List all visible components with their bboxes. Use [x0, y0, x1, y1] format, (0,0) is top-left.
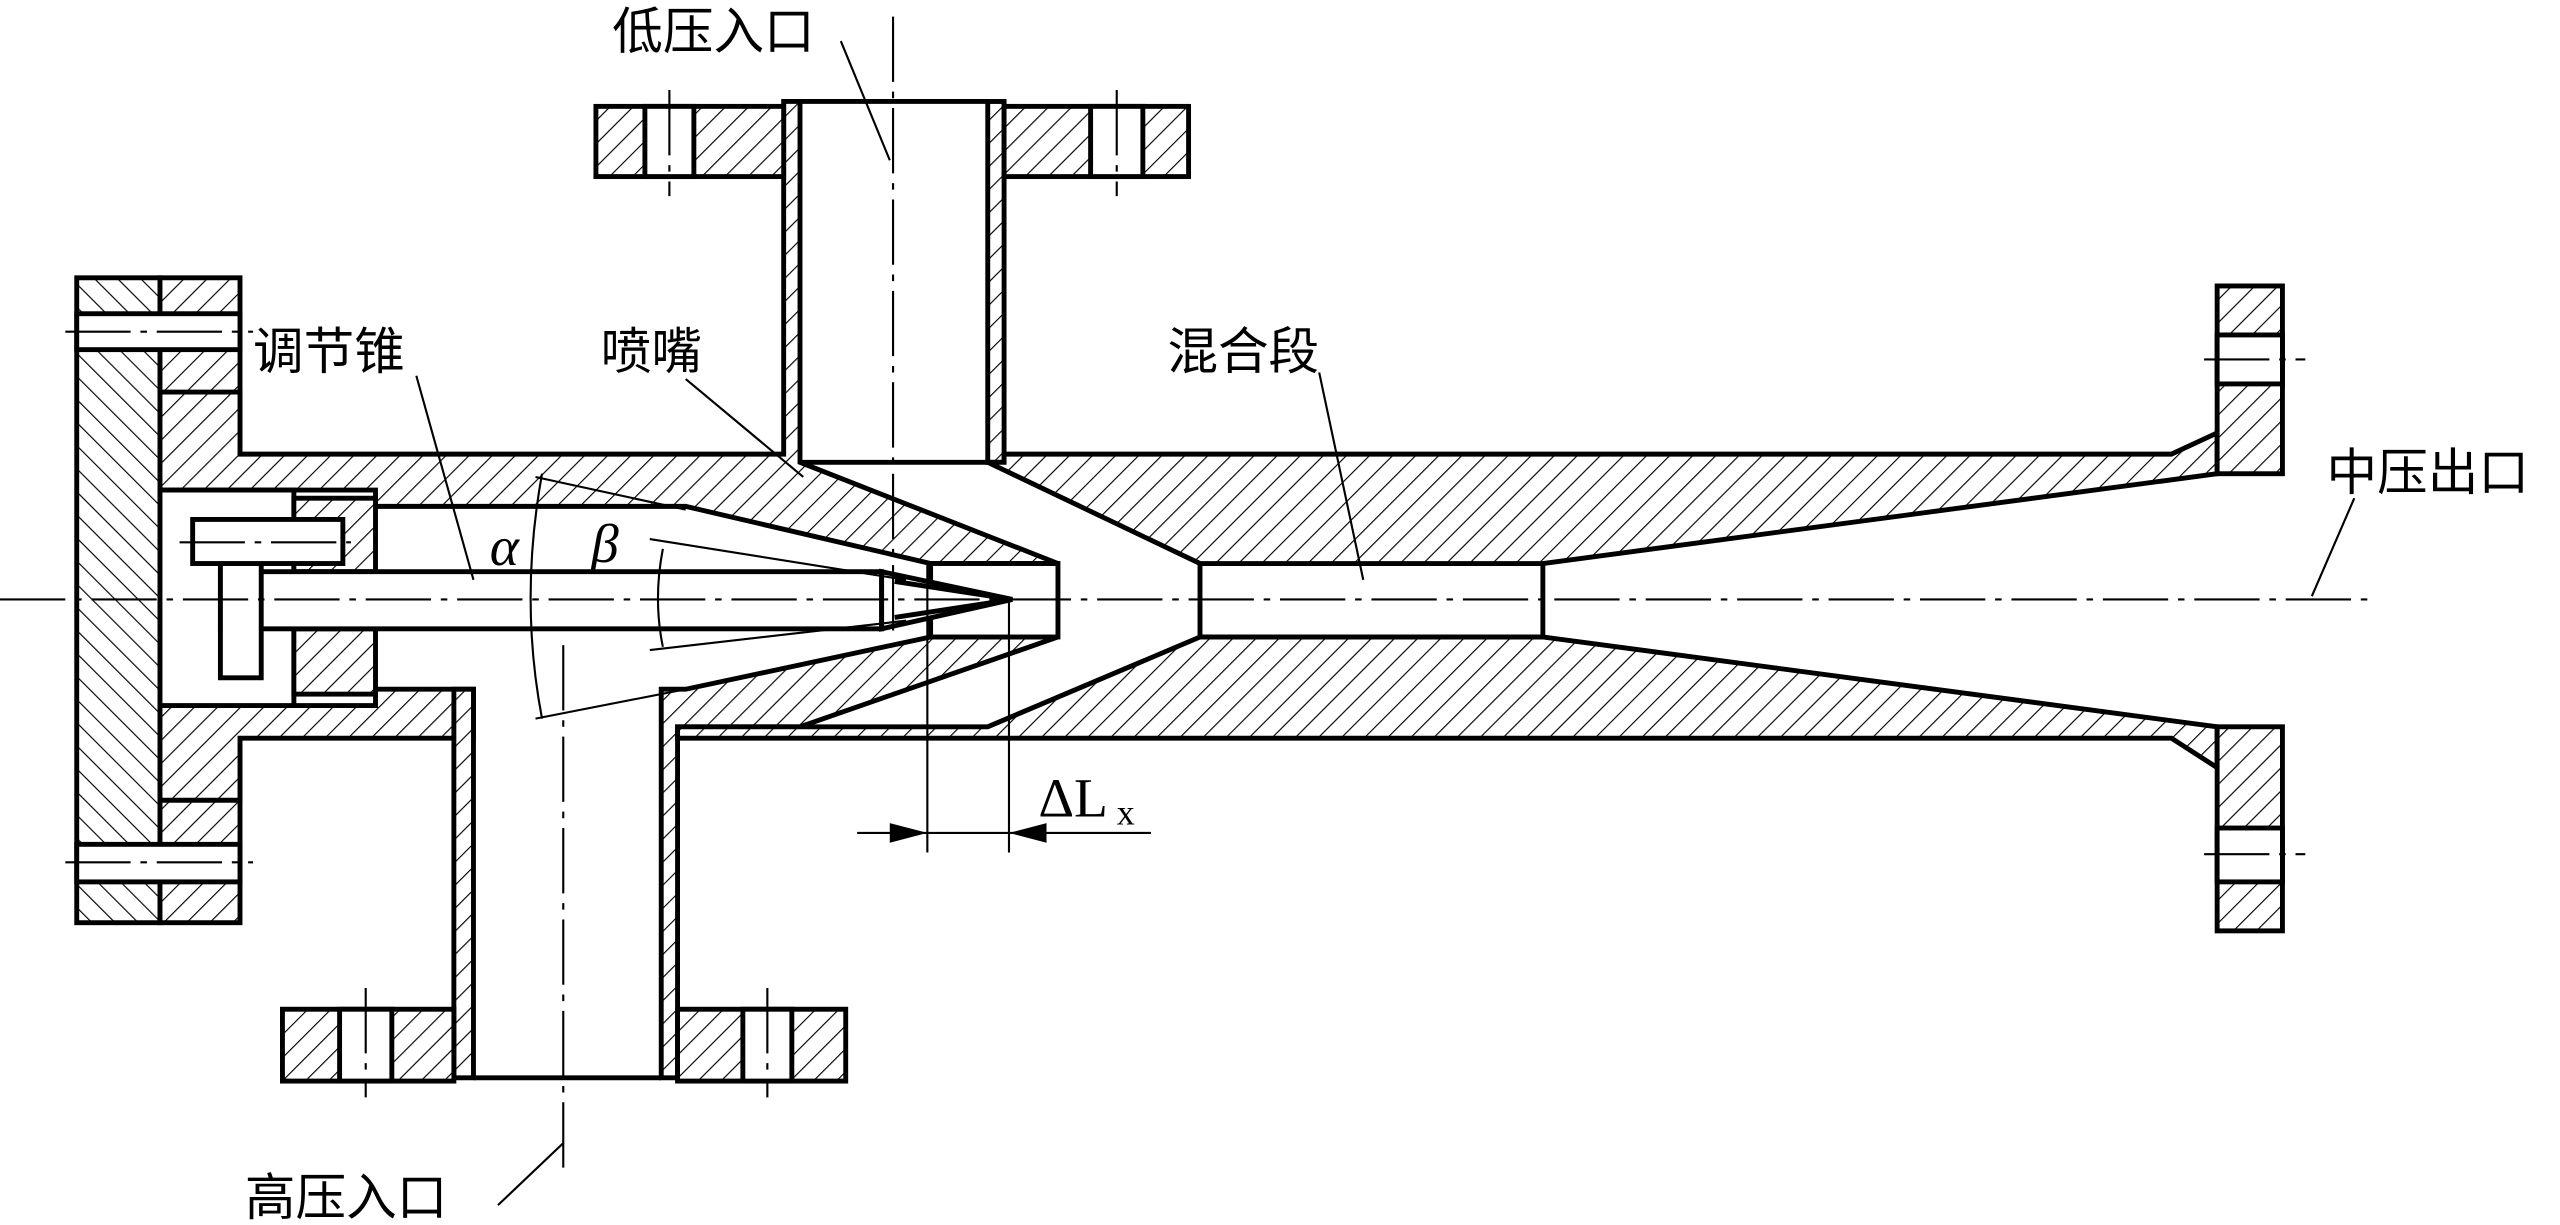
outlet-flange — [2204, 283, 2306, 934]
label-high-pressure-inlet: 高压入口 — [245, 1168, 447, 1225]
low-pressure-pipe — [593, 90, 1192, 465]
label-medium-pressure-outlet: 中压出口 — [2327, 443, 2529, 502]
label-low-pressure-inlet: 低压入口 — [612, 2, 814, 61]
alpha-label: α — [490, 517, 521, 578]
label-nozzle: 喷嘴 — [601, 322, 702, 381]
high-pressure-pipe — [280, 988, 849, 1098]
delta-l-dimension: ΔL x — [857, 563, 1152, 853]
leader-lines — [415, 40, 2356, 1206]
delta-l-label: ΔL — [1038, 769, 1108, 830]
label-mixing-section: 混合段 — [1167, 322, 1319, 381]
beta-label: β — [590, 514, 619, 575]
angle-annotations: α β — [490, 473, 907, 720]
left-end-flange — [65, 275, 254, 926]
delta-l-subscript: x — [1117, 793, 1135, 833]
label-adjusting-cone: 调节锥 — [253, 322, 405, 381]
